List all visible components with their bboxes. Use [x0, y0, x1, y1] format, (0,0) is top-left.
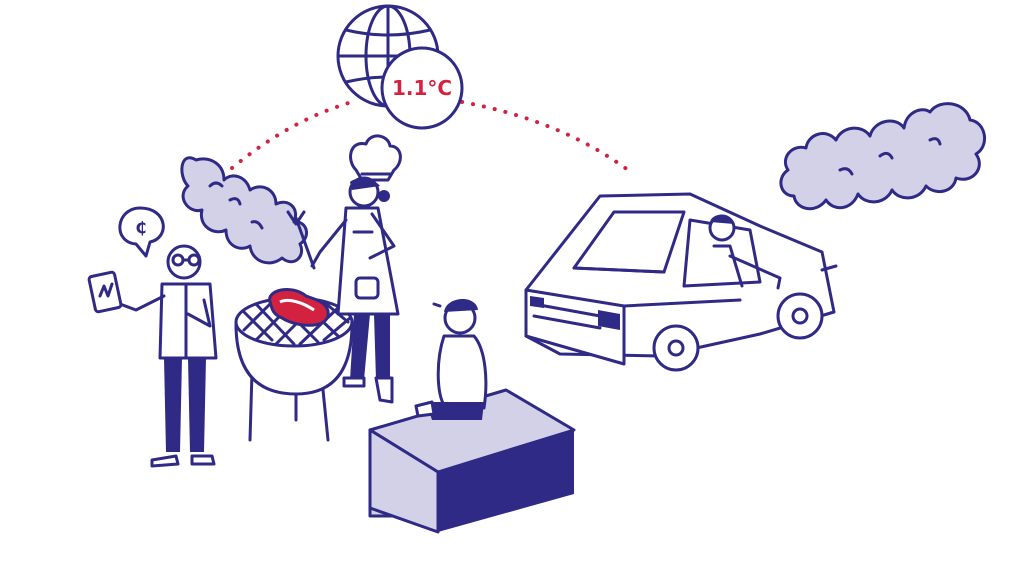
tablet-chart-icon [87, 270, 123, 314]
seat-box [368, 388, 576, 534]
car-exhaust-cloud [779, 102, 986, 211]
dotted-link-left [230, 100, 354, 170]
kid-sitting [414, 298, 488, 420]
grill-smoke-cloud [180, 156, 309, 265]
man-with-tablet: ₵ [87, 206, 218, 468]
car [524, 192, 838, 372]
speech-bubble-icon: ₵ [118, 206, 165, 258]
dotted-link-right [460, 100, 630, 172]
chef-hat-icon [349, 134, 402, 182]
temperature-label: 1.1°C [392, 76, 452, 100]
thermometer-badge-icon: 1.1°C [380, 46, 464, 130]
barbecue-grill [234, 287, 354, 442]
steak-icon [268, 287, 330, 327]
chef [286, 134, 402, 404]
currency-symbol: ₵ [135, 218, 146, 237]
